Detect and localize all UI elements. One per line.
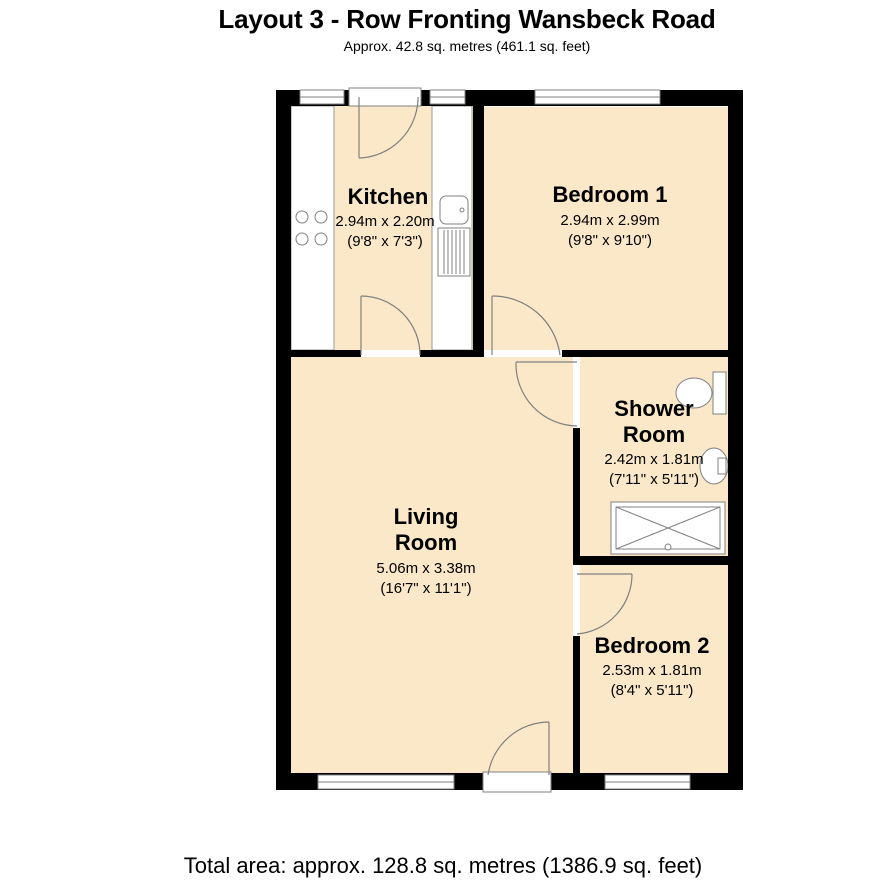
shower-name-line1: Shower [614, 396, 694, 421]
living-metric: 5.06m x 3.38m [376, 560, 475, 577]
kitchen-name: Kitchen [348, 184, 429, 209]
bedroom2-metric: 2.53m x 1.81m [602, 662, 701, 679]
living-imperial: (16'7" x 11'1") [380, 580, 471, 597]
bedroom2-label: Bedroom 2 2.53m x 1.81m (8'4" x 5'11") [595, 633, 710, 699]
wall-bed2-west [573, 636, 580, 773]
bedroom2-name: Bedroom 2 [595, 633, 710, 658]
shower-imperial: (7'11" x 5'11") [609, 471, 699, 488]
front-door-opening [482, 771, 552, 793]
hob-icon [295, 210, 328, 246]
door-swings [358, 97, 633, 776]
wall-kitchen-bed1 [473, 90, 484, 350]
shower-tray-icon [610, 501, 726, 555]
shower-name-line2: Room [623, 422, 685, 447]
shower-label: Shower Room 2.42m x 1.81m (7'11" x 5'11"… [604, 396, 703, 488]
kitchen-back-door [358, 97, 419, 159]
kitchen-living-door [360, 295, 421, 356]
wall-north [276, 90, 743, 106]
wall-bed1-south [562, 350, 743, 357]
front-door [487, 721, 550, 776]
bedroom1-metric: 2.94m x 2.99m [560, 212, 659, 229]
wall-shower-south [573, 556, 743, 565]
total-area: Total area: approx. 128.8 sq. metres (13… [183, 853, 703, 878]
kitchen-door-opening [348, 87, 422, 107]
living-floor [291, 357, 573, 773]
bedroom2-imperial: (8'4" x 5'11") [611, 682, 694, 699]
kitchen-counter-left [290, 105, 335, 351]
sink-icon [437, 195, 471, 277]
bedroom1-imperial: (9'8" x 9'10") [568, 232, 652, 249]
kitchen-label: Kitchen 2.94m x 2.20m (9'8" x 7'3") [335, 184, 434, 250]
bedroom1-door [491, 295, 561, 356]
wall-kitchen-living-b [420, 350, 484, 357]
bedroom1-name: Bedroom 1 [553, 182, 668, 207]
living-name-line2: Room [395, 530, 457, 555]
plan-title: Layout 3 - Row Fronting Wansbeck Road [218, 4, 716, 34]
living-name-line1: Living [394, 504, 459, 529]
kitchen-imperial: (9'8" x 7'3") [347, 233, 423, 250]
wall-kitchen-living-a [291, 350, 361, 357]
kitchen-metric: 2.94m x 2.20m [335, 213, 434, 230]
shower-door [515, 361, 578, 427]
bedroom2-floor [580, 565, 728, 773]
toilet-icon [675, 371, 727, 415]
washbasin-icon [699, 447, 729, 485]
wall-west [276, 90, 291, 790]
bedroom2-door [576, 573, 633, 635]
plan-subtitle: Approx. 42.8 sq. metres (461.1 sq. feet) [343, 38, 591, 54]
bedroom1-floor [484, 107, 728, 350]
shower-metric: 2.42m x 1.81m [604, 451, 703, 468]
wall-shower-west-a [573, 428, 580, 556]
wall-east [728, 90, 743, 790]
living-label: Living Room 5.06m x 3.38m (16'7" x 11'1"… [376, 504, 475, 597]
bedroom1-label: Bedroom 1 2.94m x 2.99m (9'8" x 9'10") [553, 182, 668, 249]
window-lines [300, 96, 690, 783]
